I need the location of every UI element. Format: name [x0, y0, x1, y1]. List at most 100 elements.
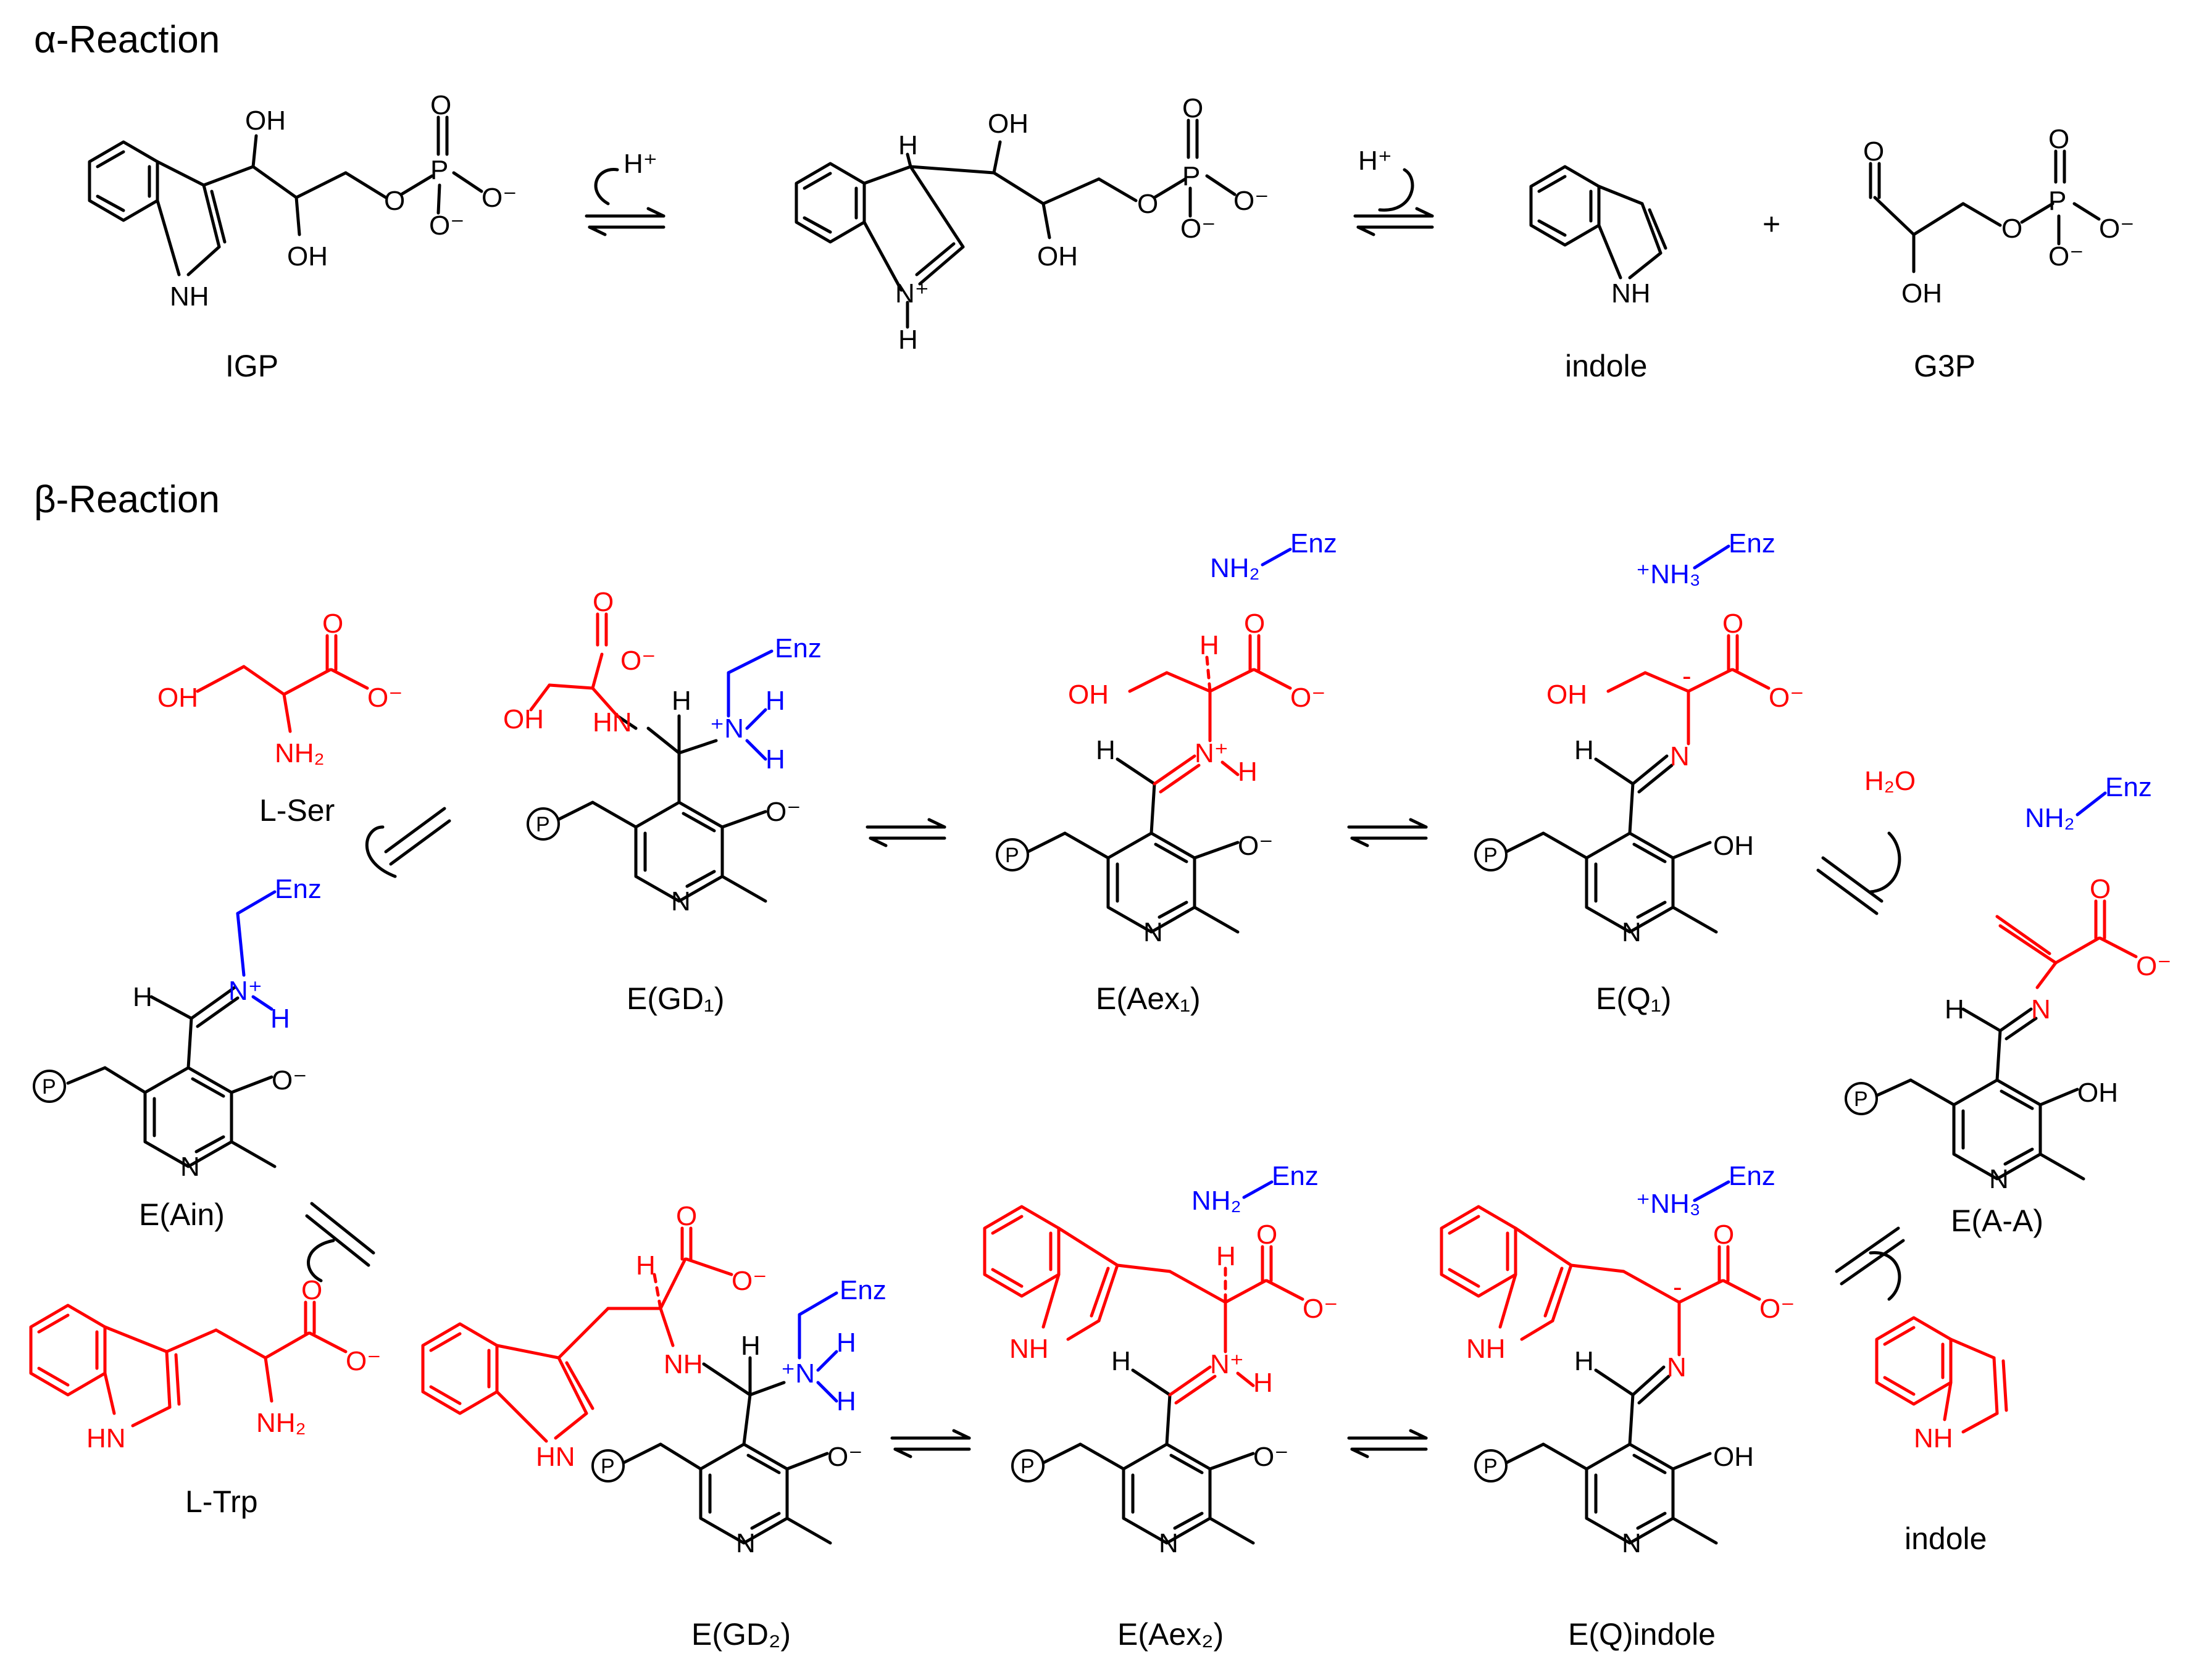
l-trp-label: L-Trp: [185, 1484, 258, 1519]
e-aex1-o-minus-ring: O⁻: [1238, 831, 1273, 861]
e-ain-phosphate-circle: [33, 1070, 66, 1103]
e-qindole-o-double: O: [1713, 1220, 1734, 1250]
beta-arrow-lser-ain: [365, 807, 451, 878]
g3p-label: G3P: [1914, 349, 1975, 383]
g3p-oh: OH: [1901, 278, 1942, 309]
intermediate-nh-h: H: [898, 325, 918, 355]
e-gd2-o-minus-ring: O⁻: [827, 1442, 862, 1472]
e-qindole-phosphate-circle: [1474, 1449, 1508, 1482]
e-aex2-phosphate-circle: [1011, 1449, 1045, 1482]
e-gd1-oh: OH: [503, 704, 544, 734]
e-gd1-o-double: O: [593, 587, 614, 617]
e-ain-nh-h: H: [270, 1004, 290, 1034]
g3p-o-minus-right: O⁻: [2099, 214, 2134, 244]
e-aex2-nh2: NH₂: [1191, 1186, 1241, 1216]
e-aa-n-ring: N: [1989, 1164, 2009, 1194]
e-qindole-o-minus: O⁻: [1759, 1294, 1795, 1324]
e-aex1-nh-h: H: [1238, 757, 1258, 787]
e-gd2-nh-h2: H: [836, 1386, 856, 1416]
e-aex2-structure: [983, 1180, 1304, 1545]
alpha-hplus-2: H⁺: [1358, 146, 1392, 176]
e-gd1-enz: Enz: [775, 633, 822, 663]
e-qindole-nh3plus: ⁺NH₃: [1636, 1189, 1701, 1219]
l-trp-nh2: NH₂: [256, 1408, 306, 1438]
intermediate-p: P: [1182, 161, 1200, 191]
e-q1-o-double: O: [1722, 609, 1743, 639]
e-aex2-phosphate: P: [1020, 1455, 1035, 1478]
e-aex1-phosphate: P: [1005, 844, 1019, 867]
indole-beta-label: indole: [1904, 1521, 1987, 1556]
intermediate-oh-top: OH: [988, 109, 1028, 139]
l-trp-structure: [29, 1300, 348, 1428]
indole-nh-alpha: NH: [1611, 278, 1651, 309]
e-qindole-nh-indole: NH: [1466, 1334, 1506, 1364]
e-aex1-label: E(Aex₁): [1096, 981, 1201, 1016]
igp-o-minus-right: O⁻: [482, 183, 517, 213]
beta-arrow-gd2-aex2: [890, 1429, 971, 1458]
igp-o-double: O: [430, 90, 451, 120]
e-aex2-o-minus: O⁻: [1303, 1294, 1338, 1324]
e-gd2-o-double: O: [676, 1201, 697, 1231]
e-aa-structure: [1875, 791, 2138, 1181]
l-ser-oh: OH: [157, 683, 198, 713]
e-aex1-h-imine: H: [1096, 735, 1116, 765]
g3p-o-double: O: [2048, 124, 2069, 154]
intermediate-o-minus-right: O⁻: [1233, 186, 1269, 216]
e-gd2-h-alpha: H: [636, 1250, 656, 1281]
e-gd1-hn: HN: [593, 707, 632, 738]
beta-arrow-aex2-qindole: [1347, 1429, 1428, 1458]
e-gd1-nh-h1: H: [766, 686, 785, 716]
e-aex1-o-minus: O⁻: [1290, 683, 1325, 713]
e-aa-label: E(A-A): [1951, 1204, 2043, 1238]
intermediate-o-double: O: [1182, 93, 1203, 123]
beta-arrow-aex1-q1: [1347, 818, 1428, 847]
e-aex1-nplus: N⁺: [1195, 738, 1229, 768]
e-aa-enz: Enz: [2105, 772, 2152, 802]
e-ain-label: E(Ain): [139, 1197, 225, 1232]
e-aa-phosphate: P: [1854, 1087, 1868, 1111]
indole-product-alpha: [1529, 165, 1667, 280]
g3p-o-aldehyde: O: [1863, 136, 1884, 167]
e-gd1-plusn: ⁺N: [710, 713, 744, 744]
e-aa-nh2: NH₂: [2025, 803, 2075, 833]
intermediate-nplus: N⁺: [895, 278, 929, 309]
e-qindole-n-ring: N: [1622, 1528, 1642, 1558]
e-q1-phosphate-circle: [1474, 838, 1508, 871]
e-gd2-label: E(GD₂): [691, 1617, 791, 1652]
beta-arrow-q1-aa: [1816, 831, 1901, 915]
e-ain-phosphate: P: [42, 1075, 56, 1099]
e-aa-h-imine: H: [1945, 994, 1964, 1025]
e-gd1-label: E(GD₁): [627, 981, 725, 1016]
e-qindole-phosphate: P: [1483, 1455, 1498, 1478]
e-gd1-phosphate: P: [536, 813, 550, 836]
beta-arrow-ain-ltrp: [305, 1202, 375, 1283]
e-gd1-h-c: H: [672, 686, 691, 716]
e-aex1-phosphate-circle: [996, 838, 1029, 871]
l-ser-nh2: NH₂: [275, 738, 325, 768]
e-qindole-structure: [1440, 1180, 1761, 1545]
e-qindole-n: N: [1667, 1352, 1687, 1383]
beta-arrow-aa-qindole: [1835, 1226, 1905, 1301]
e-q1-oh-ring: OH: [1713, 831, 1754, 861]
igp-o-minus-bottom: O⁻: [429, 210, 464, 241]
e-gd2-nh-h1: H: [836, 1328, 856, 1358]
indoleninium-intermediate: [795, 119, 1237, 329]
e-q1-oh: OH: [1546, 680, 1587, 710]
l-trp-hn: HN: [86, 1423, 126, 1453]
h2o: H₂O: [1864, 766, 1916, 796]
g3p-o-minus-bottom: O⁻: [2048, 241, 2084, 272]
e-aex2-n: N: [1159, 1528, 1179, 1558]
e-q1-structure: [1504, 544, 1771, 934]
e-q1-carbanion: -: [1682, 661, 1692, 691]
e-gd2-n: N: [736, 1528, 756, 1558]
e-aex2-h-alpha: H: [1216, 1241, 1236, 1271]
e-q1-h-imine: H: [1574, 735, 1594, 765]
alpha-reaction-heading: α-Reaction: [34, 19, 220, 61]
e-aex2-enz: Enz: [1272, 1161, 1319, 1191]
e-aex2-o-minus-ring: O⁻: [1253, 1442, 1288, 1472]
l-ser-label: L-Ser: [259, 793, 335, 828]
g3p-o-ester: O: [2001, 214, 2022, 244]
e-gd1-phosphate-circle: [527, 807, 560, 841]
